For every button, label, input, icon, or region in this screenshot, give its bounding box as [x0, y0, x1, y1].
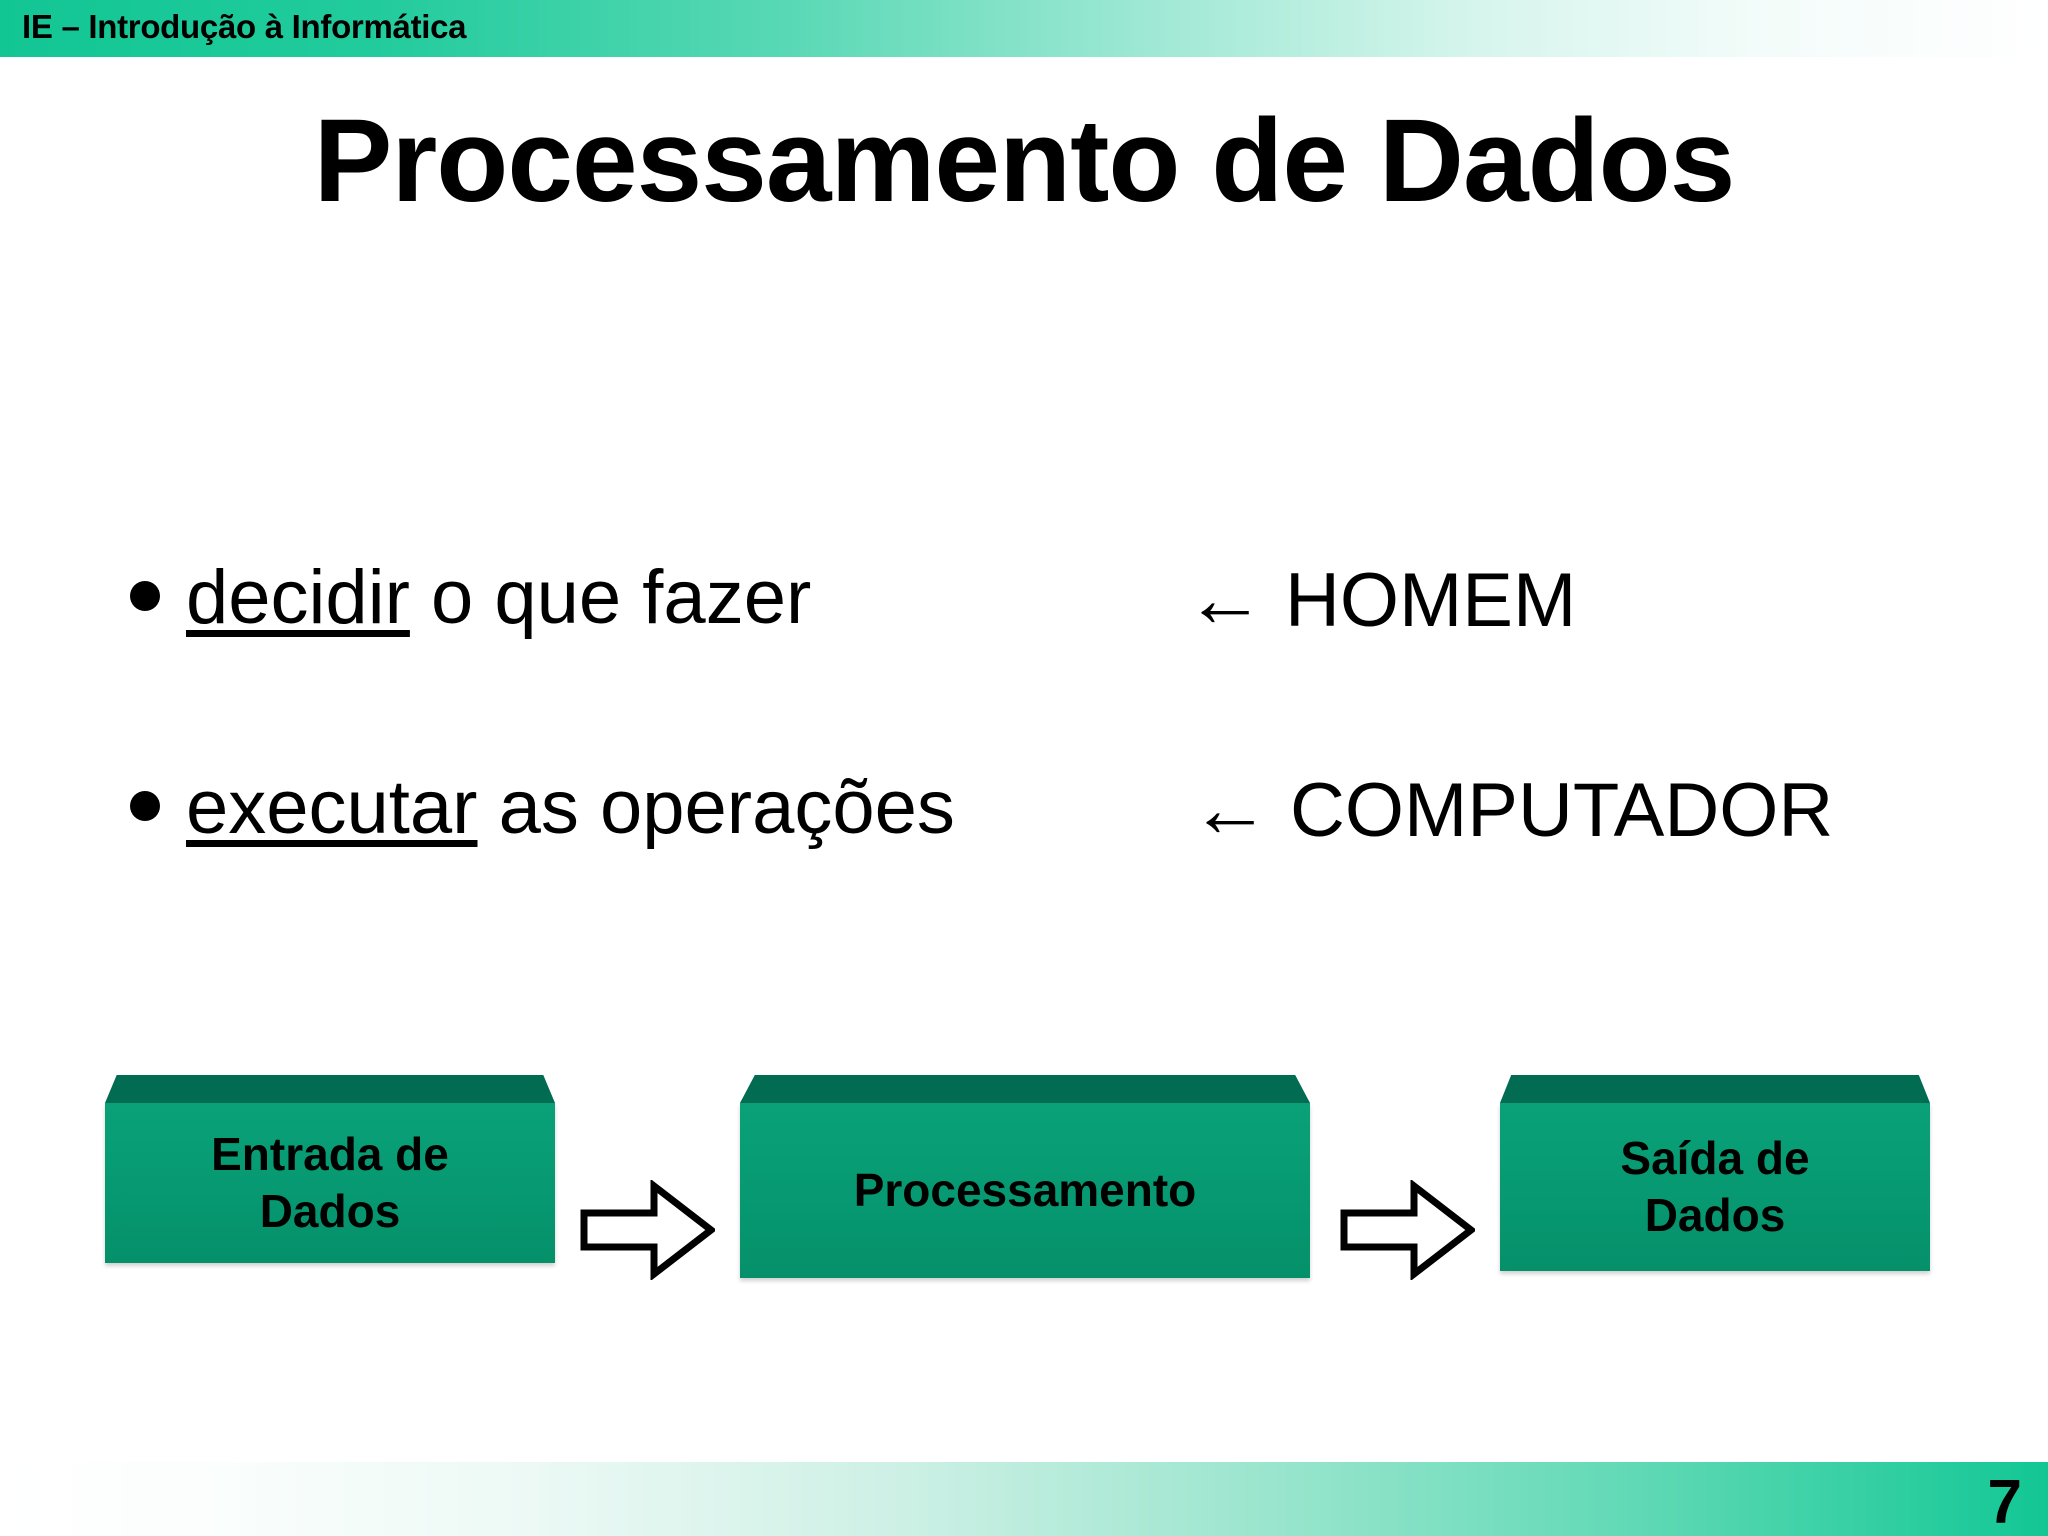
- bullet-line-1: decidir o que fazer: [130, 555, 811, 640]
- flow-box-label: Entrada de Dados: [211, 1127, 449, 1238]
- box-top-bevel: [105, 1075, 555, 1103]
- bullet-dot-icon: [130, 581, 160, 611]
- process-flow-diagram: Entrada de Dados Processamento Saída de …: [0, 1075, 2048, 1290]
- box-face: Saída de Dados: [1500, 1103, 1930, 1271]
- header-bar: IE – Introdução à Informática: [0, 0, 2048, 57]
- bullet-rest-1: o que fazer: [409, 555, 812, 640]
- box-face: Processamento: [740, 1103, 1310, 1278]
- right-block-arrow-icon: [580, 1180, 715, 1280]
- page-title: Processamento de Dados: [313, 95, 1736, 227]
- page-number: 7: [1987, 1468, 2022, 1536]
- box-top-bevel: [1500, 1075, 1930, 1103]
- bullet-text-2: executar as operações: [186, 765, 955, 850]
- right-block-arrow-icon: [1340, 1180, 1475, 1280]
- actor-line-1: ← HOMEM: [1185, 554, 1577, 644]
- bullet-emphasis-2: executar: [186, 765, 478, 850]
- flow-box-label: Saída de Dados: [1620, 1131, 1810, 1242]
- footer-bar: 7: [0, 1462, 2048, 1536]
- box-top-bevel: [740, 1075, 1310, 1103]
- actor-label-homem: HOMEM: [1285, 558, 1577, 643]
- bullet-line-2: executar as operações: [130, 765, 955, 850]
- box-face: Entrada de Dados: [105, 1103, 555, 1263]
- arrow-left-icon: ←: [1185, 554, 1265, 643]
- actor-line-2: ← COMPUTADOR: [1190, 764, 1834, 854]
- flow-box-entrada-de-dados: Entrada de Dados: [105, 1075, 555, 1263]
- course-label: IE – Introdução à Informática: [22, 8, 467, 45]
- list-item: executar as operações ← COMPUTADOR: [0, 765, 2048, 975]
- bullet-dot-icon: [130, 791, 160, 821]
- actor-label-computador: COMPUTADOR: [1290, 768, 1834, 853]
- bullet-rest-2: as operações: [477, 765, 955, 850]
- bullet-list: decidir o que fazer ← HOMEM executar as …: [0, 555, 2048, 975]
- list-item: decidir o que fazer ← HOMEM: [0, 555, 2048, 765]
- bullet-text-1: decidir o que fazer: [186, 555, 811, 640]
- arrow-left-icon: ←: [1190, 764, 1270, 853]
- flow-box-saida-de-dados: Saída de Dados: [1500, 1075, 1930, 1271]
- flow-box-processamento: Processamento: [740, 1075, 1310, 1278]
- bullet-emphasis-1: decidir: [186, 555, 410, 640]
- flow-box-label: Processamento: [853, 1163, 1197, 1216]
